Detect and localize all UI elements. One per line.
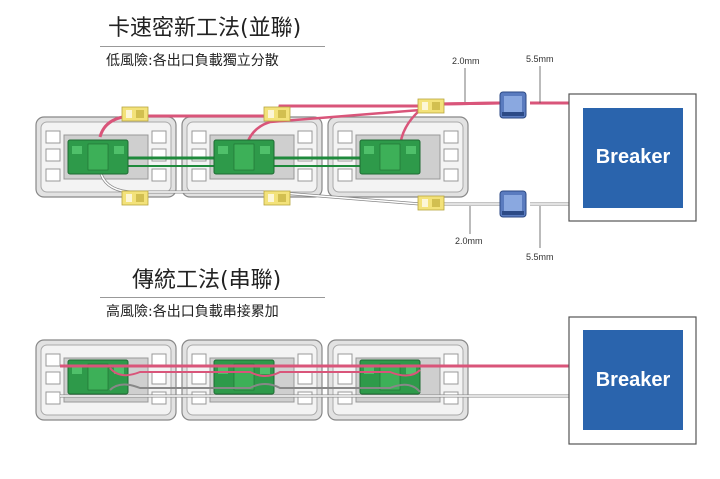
parallel-divider <box>100 46 325 47</box>
parallel-breaker-label: Breaker <box>596 146 671 168</box>
parallel-pcb-3 <box>359 139 421 175</box>
series-breaker-label: Breaker <box>596 369 671 391</box>
parallel-pcb-1 <box>67 139 129 175</box>
parallel-wire-label-5mm-top: 5.5mm <box>526 54 554 64</box>
parallel-title: 卡速密新工法(並聯) <box>108 16 302 41</box>
parallel-pcb-2 <box>213 139 275 175</box>
parallel-subtitle: 低風險:各出口負載獨立分散 <box>106 53 279 69</box>
parallel-wire-label-5mm-bottom: 5.5mm <box>526 252 554 262</box>
parallel-wire-breaker-bottom <box>499 190 527 218</box>
series-title: 傳統工法(串聯) <box>132 268 282 293</box>
parallel-wire-breaker-top <box>499 91 527 119</box>
parallel-breaker-box: Breaker <box>568 93 697 222</box>
series-divider <box>100 297 325 298</box>
parallel-wire-label-2mm-top: 2.0mm <box>452 56 480 66</box>
series-breaker-box: Breaker <box>568 316 697 445</box>
series-subtitle: 高風險:各出口負載串接累加 <box>106 304 279 320</box>
parallel-wire-label-2mm-bottom: 2.0mm <box>455 236 483 246</box>
